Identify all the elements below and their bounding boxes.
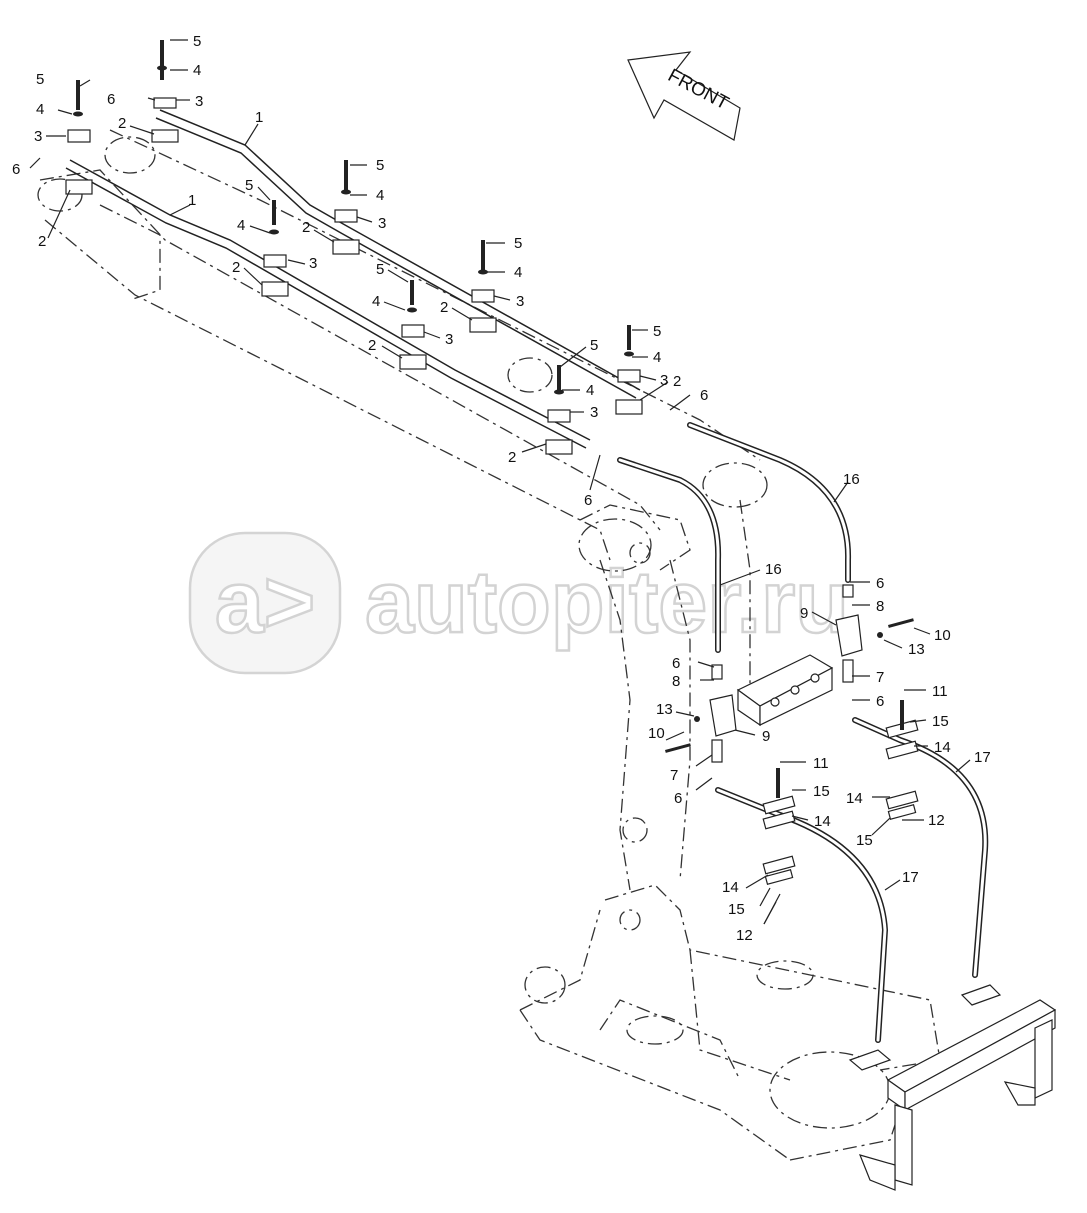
callout-c13: 5 — [376, 157, 384, 174]
callout-c48: 11 — [932, 683, 948, 700]
callout-c22: 4 — [514, 264, 522, 281]
callout-c31: 3 — [660, 372, 668, 389]
clamp-assemblies — [65, 40, 643, 455]
clamp-b — [65, 80, 93, 195]
callout-c51: 17 — [974, 749, 991, 766]
callout-c43: 9 — [800, 605, 808, 622]
callout-c7: 3 — [34, 128, 42, 145]
boom-outline — [37, 129, 768, 931]
callout-c65: 14 — [722, 879, 739, 896]
callout-c52: 14 — [846, 790, 863, 807]
clamp-c — [332, 160, 360, 255]
callout-c55: 6 — [672, 655, 680, 672]
callout-c10: 6 — [12, 161, 20, 178]
callout-c56: 8 — [672, 673, 680, 690]
callout-c46: 7 — [876, 669, 884, 686]
callout-c59: 10 — [648, 725, 665, 742]
callout-c27: 3 — [445, 331, 453, 348]
clamp-f — [399, 280, 427, 370]
callout-c17: 5 — [245, 177, 253, 194]
watermark-text: autopiter.ru — [365, 552, 849, 651]
callout-c39: 16 — [843, 471, 860, 488]
pipe-upper — [155, 109, 641, 399]
clamp-g — [615, 325, 643, 415]
callout-c44: 10 — [934, 627, 951, 644]
callout-c36: 3 — [590, 404, 598, 421]
callout-c49: 15 — [932, 713, 949, 730]
callout-c61: 6 — [674, 790, 682, 807]
callout-c2: 4 — [193, 62, 201, 79]
front-arrow-icon — [627, 51, 741, 141]
callout-c62: 11 — [813, 755, 829, 772]
callout-c42: 8 — [876, 598, 884, 615]
clamp-e — [469, 240, 497, 333]
manifold-block — [736, 654, 834, 727]
callout-c37: 2 — [508, 449, 516, 466]
callout-c9: 1 — [255, 109, 263, 126]
callout-c4: 3 — [195, 93, 203, 110]
callout-c21: 5 — [514, 235, 522, 252]
callout-c24: 2 — [440, 299, 448, 316]
callout-c30: 4 — [653, 349, 661, 366]
clamp-d — [261, 200, 289, 297]
pipe-lower — [65, 159, 591, 449]
callout-c26: 4 — [372, 293, 380, 310]
front-arrow: FRONT — [627, 51, 741, 141]
frame-brackets — [848, 984, 1057, 1191]
watermark-logo-glyph: a> — [215, 552, 315, 651]
valve-blocks — [665, 584, 914, 763]
block-9-left — [665, 664, 737, 763]
callout-c60: 7 — [670, 767, 678, 784]
callout-c38: 6 — [584, 492, 592, 509]
callout-c68: 17 — [902, 869, 919, 886]
callout-c58: 9 — [762, 728, 770, 745]
callout-c57: 13 — [656, 701, 673, 718]
leader-lines — [29, 39, 971, 925]
callout-c20: 2 — [232, 259, 240, 276]
callout-c33: 6 — [700, 387, 708, 404]
callout-c32: 2 — [673, 373, 681, 390]
hose-clamps — [762, 700, 919, 885]
callout-c34: 5 — [590, 337, 598, 354]
callout-c64: 14 — [814, 813, 831, 830]
callout-c54: 15 — [856, 832, 873, 849]
callout-c23: 3 — [516, 293, 524, 310]
callout-c45: 13 — [908, 641, 925, 658]
callout-c67: 12 — [736, 927, 753, 944]
callout-c41: 6 — [876, 575, 884, 592]
block-9-right — [835, 584, 914, 683]
callout-c35: 4 — [586, 382, 594, 399]
callout-c28: 2 — [368, 337, 376, 354]
callout-c47: 6 — [876, 693, 884, 710]
callouts: 5 4 6 3 5 4 3 2 1 6 1 2 5 4 3 2 5 4 3 2 … — [12, 33, 991, 944]
callout-c12: 2 — [38, 233, 46, 250]
hose-16-right — [687, 422, 852, 583]
hose-17-right — [852, 717, 989, 978]
clamp-h — [545, 365, 573, 455]
callout-c5: 5 — [36, 71, 44, 88]
callout-c29: 5 — [653, 323, 661, 340]
callout-c6: 4 — [36, 101, 44, 118]
callout-c40: 16 — [765, 561, 782, 578]
callout-c3: 6 — [107, 91, 115, 108]
watermark: a> autopiter.ru — [188, 531, 850, 675]
clamp-a — [151, 40, 179, 143]
hose-16-left — [617, 457, 722, 653]
callout-c1: 5 — [193, 33, 201, 50]
callout-c66: 15 — [728, 901, 745, 918]
callout-c19: 3 — [309, 255, 317, 272]
callout-c14: 4 — [376, 187, 384, 204]
watermark-logo-badge — [188, 531, 342, 675]
callout-c8: 2 — [118, 115, 126, 132]
callout-c15: 3 — [378, 215, 386, 232]
callout-c50: 14 — [934, 739, 951, 756]
callout-c25: 5 — [376, 261, 384, 278]
callout-c16: 2 — [302, 219, 310, 236]
callout-c53: 12 — [928, 812, 945, 829]
callout-c63: 15 — [813, 783, 830, 800]
callout-c18: 4 — [237, 217, 245, 234]
callout-c11: 1 — [188, 192, 196, 209]
